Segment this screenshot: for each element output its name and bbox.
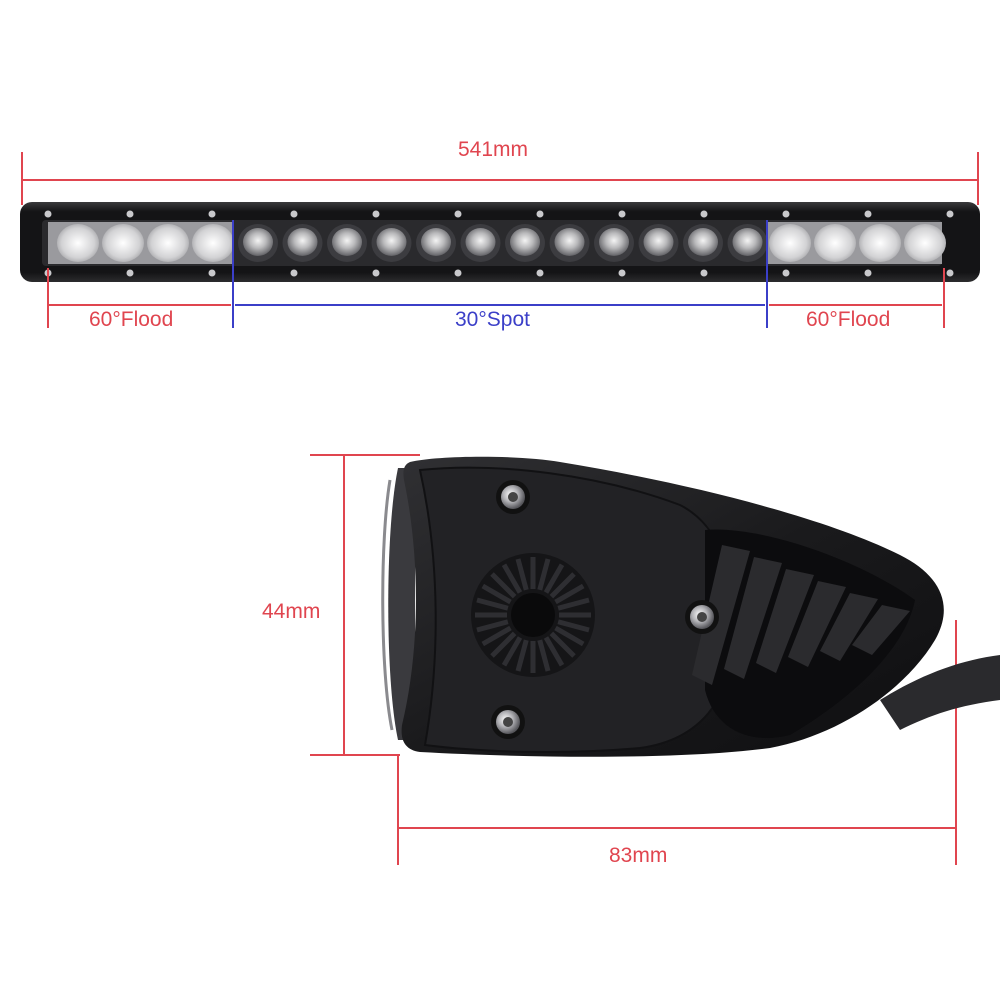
bar-screw bbox=[782, 210, 790, 218]
flood-lenses-left bbox=[57, 224, 234, 262]
bar-screw bbox=[864, 210, 872, 218]
led-light-bar bbox=[20, 202, 980, 282]
flood-right-label: 60°Flood bbox=[806, 308, 891, 331]
spot-lenses bbox=[238, 224, 768, 262]
flood-lens bbox=[769, 224, 811, 262]
vent-rib bbox=[501, 636, 523, 667]
vent-rib bbox=[543, 636, 565, 667]
vent-rib bbox=[481, 625, 512, 647]
height-label: 44mm bbox=[262, 600, 321, 623]
vent-rib bbox=[549, 631, 576, 658]
bar-screw bbox=[44, 210, 52, 218]
vent-rib bbox=[501, 563, 523, 594]
spot-lens bbox=[599, 228, 629, 256]
vent-rib bbox=[554, 625, 585, 647]
spot-label: 30°Spot bbox=[455, 308, 530, 331]
beam-dimension-lines bbox=[47, 220, 945, 328]
flood-lens bbox=[859, 224, 901, 262]
spot-lens bbox=[421, 228, 451, 256]
bar-screw bbox=[208, 269, 216, 277]
spot-lens bbox=[554, 228, 585, 256]
bar-screw bbox=[782, 269, 790, 277]
cooling-fin bbox=[788, 581, 846, 667]
overall-length-label: 541mm bbox=[458, 138, 529, 161]
vent-rib bbox=[481, 583, 512, 605]
spot-lens bbox=[510, 228, 540, 256]
breather-vent bbox=[471, 553, 595, 677]
bar-screw bbox=[536, 269, 544, 277]
height-dimension bbox=[310, 454, 420, 756]
depth-dimension bbox=[397, 620, 957, 865]
overall-length-dimension bbox=[21, 152, 979, 205]
cooling-fin bbox=[692, 545, 750, 685]
bar-screws bbox=[44, 210, 954, 277]
vent-rib bbox=[557, 619, 590, 633]
bar-screw bbox=[454, 210, 462, 218]
spot-lens bbox=[688, 228, 718, 256]
bar-screw bbox=[536, 210, 544, 218]
bar-screw bbox=[700, 210, 708, 218]
bar-screw bbox=[864, 269, 872, 277]
spot-lens bbox=[332, 228, 362, 256]
flood-lens bbox=[814, 224, 856, 262]
flood-lens bbox=[102, 224, 144, 262]
bar-screw bbox=[618, 210, 626, 218]
cooling-fin bbox=[756, 569, 814, 673]
cooling-fin bbox=[852, 605, 910, 655]
vent-rib bbox=[490, 572, 517, 599]
cooling-fin bbox=[820, 593, 878, 661]
vent-rib bbox=[476, 619, 509, 633]
flood-lens bbox=[904, 224, 946, 262]
spot-lens bbox=[287, 228, 318, 256]
spot-lens bbox=[465, 228, 496, 256]
depth-label: 83mm bbox=[609, 844, 668, 867]
vent-rib bbox=[490, 631, 517, 658]
vent-rib bbox=[537, 558, 551, 591]
side-profile-housing bbox=[381, 456, 1000, 757]
vent-rib bbox=[549, 572, 576, 599]
spot-lens bbox=[243, 228, 273, 256]
flood-lens bbox=[192, 224, 234, 262]
flood-lens bbox=[57, 224, 99, 262]
bar-screw bbox=[946, 269, 954, 277]
vent-rib bbox=[476, 597, 509, 611]
bar-screw bbox=[372, 210, 380, 218]
bar-screw bbox=[126, 269, 134, 277]
spot-lens bbox=[376, 228, 407, 256]
flood-lens bbox=[147, 224, 189, 262]
bar-screw bbox=[700, 269, 708, 277]
vent-rib bbox=[557, 597, 590, 611]
bar-screw bbox=[372, 269, 380, 277]
bar-screw bbox=[126, 210, 134, 218]
bar-screw bbox=[290, 269, 298, 277]
bar-screw bbox=[618, 269, 626, 277]
spot-lens bbox=[732, 228, 763, 256]
bar-screw bbox=[290, 210, 298, 218]
vent-rib bbox=[537, 639, 551, 672]
cooling-fins bbox=[692, 545, 910, 685]
cooling-fin bbox=[724, 557, 782, 679]
bar-screw bbox=[454, 269, 462, 277]
flood-lenses-right bbox=[769, 224, 946, 262]
spot-lens bbox=[643, 228, 674, 256]
vent-rib bbox=[543, 563, 565, 594]
vent-rib bbox=[515, 639, 529, 672]
side-screws bbox=[491, 480, 719, 739]
flood-left-label: 60°Flood bbox=[89, 308, 174, 331]
bar-screw bbox=[946, 210, 954, 218]
vent-rib bbox=[554, 583, 585, 605]
bar-screw bbox=[208, 210, 216, 218]
vent-rib bbox=[515, 558, 529, 591]
